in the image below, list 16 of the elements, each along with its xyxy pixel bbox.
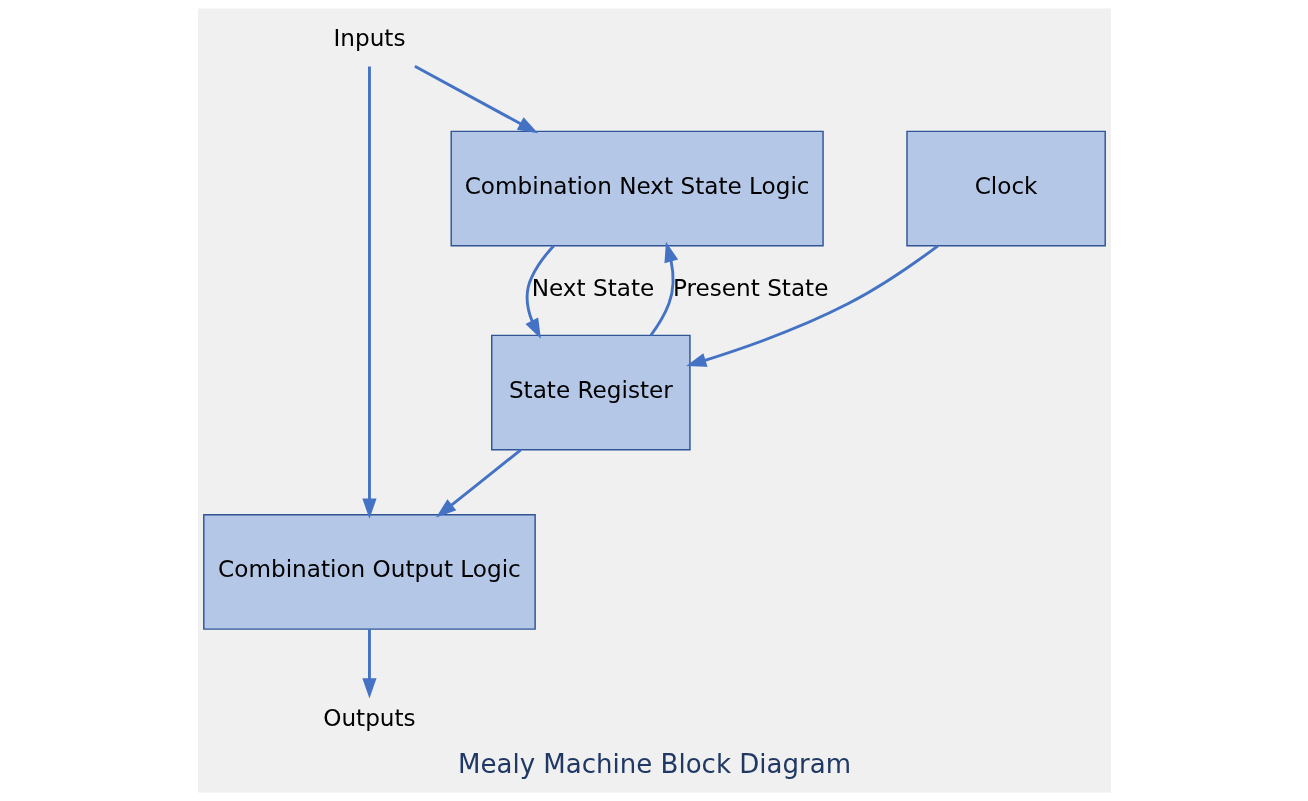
edge-label: Present State bbox=[672, 275, 828, 302]
node-box: State Register bbox=[490, 334, 691, 451]
node-box: Combination Output Logic bbox=[202, 514, 536, 630]
node-box: Clock bbox=[905, 130, 1106, 247]
node-text: Outputs bbox=[322, 704, 416, 731]
arrow bbox=[361, 66, 377, 519]
arrow bbox=[413, 65, 538, 134]
node-text: Inputs bbox=[332, 24, 405, 51]
node-box: Combination Next State Logic bbox=[450, 130, 824, 247]
edge-label: Next State bbox=[531, 275, 654, 302]
arrow bbox=[524, 244, 555, 339]
arrow bbox=[649, 241, 678, 337]
caption: Mealy Machine Block Diagram bbox=[457, 748, 851, 779]
arrow bbox=[361, 629, 377, 699]
arrow bbox=[685, 244, 939, 367]
arrow bbox=[435, 448, 522, 518]
